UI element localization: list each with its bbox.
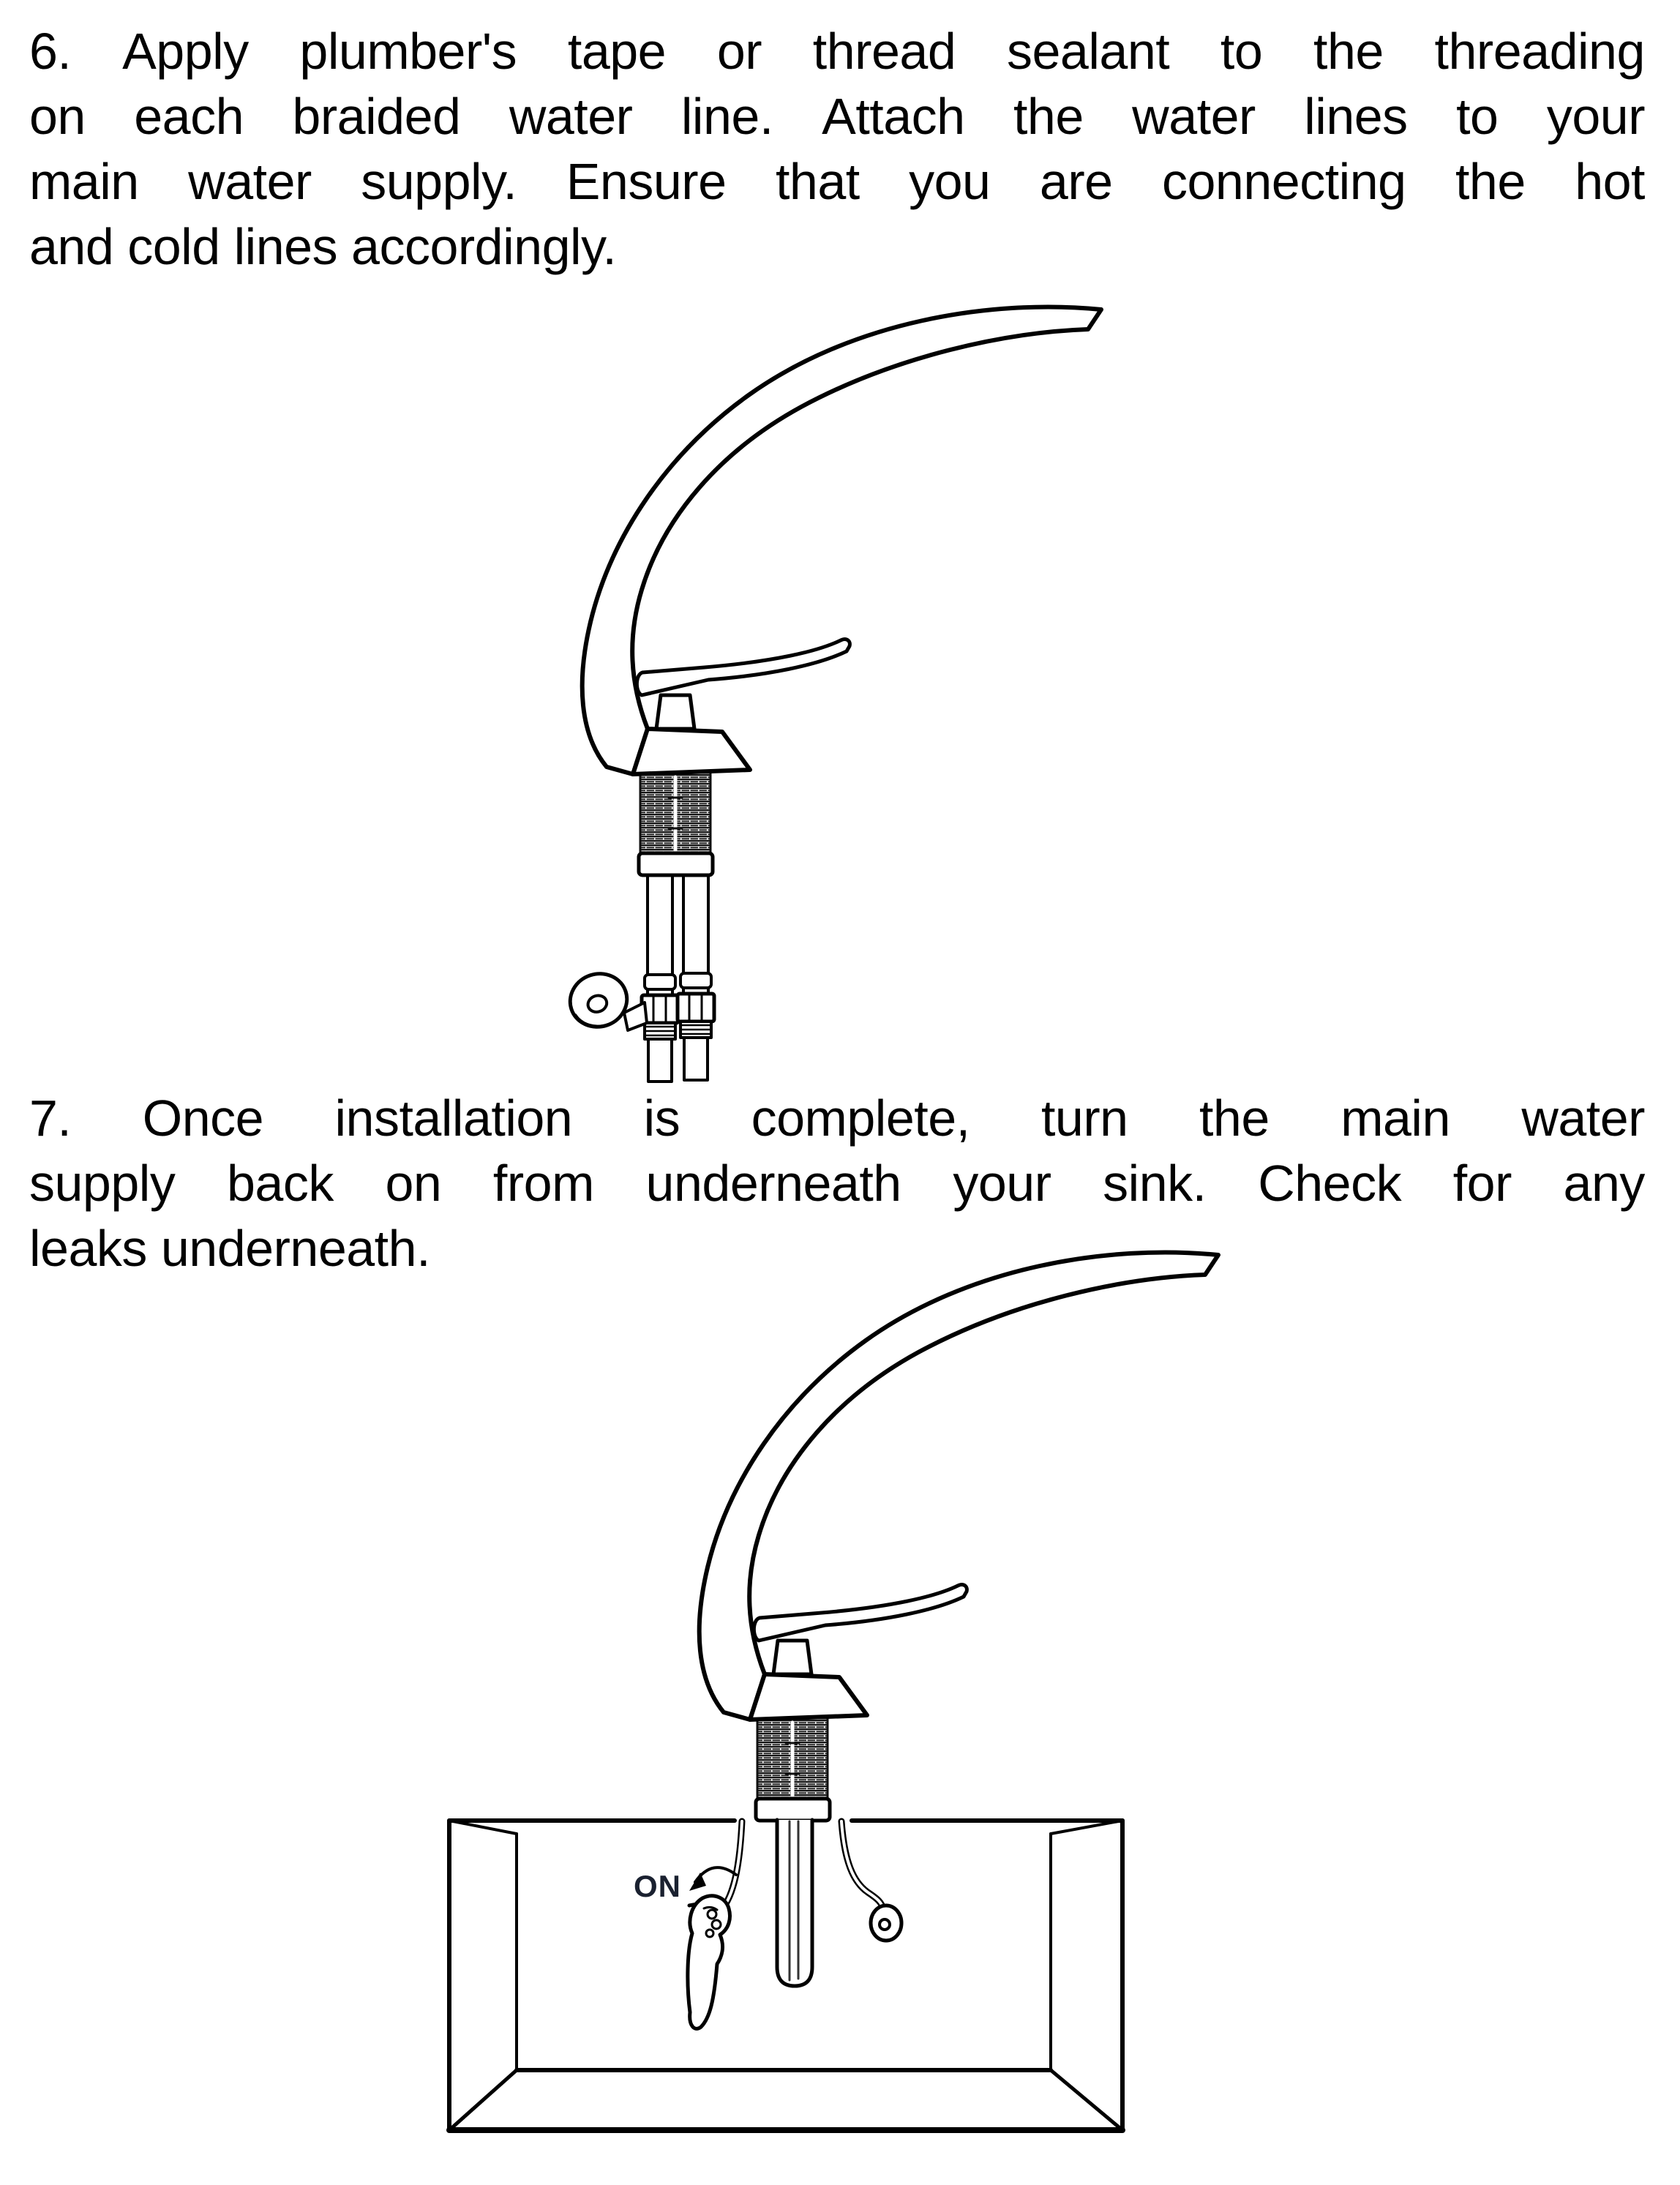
tape-strip [623, 1001, 648, 1032]
rotation-arrow [689, 1866, 738, 1891]
hand-turning-valve [686, 1894, 732, 2031]
drain-tailpiece [775, 1818, 814, 1988]
step-6-line-4: and cold lines accordingly. [29, 218, 617, 275]
illustration-step7: ON [446, 1252, 1218, 2133]
on-label: ON [634, 1869, 681, 1903]
supply-line-right [838, 1818, 887, 1914]
plumbers-tape-roll [568, 972, 629, 1029]
sink-cabinet [446, 1818, 1125, 2133]
faucet-step6 [582, 307, 1101, 875]
faucet-step7 [700, 1252, 1218, 1821]
shutoff-valve-outlet [869, 1903, 904, 1943]
braided-water-lines [642, 869, 714, 1082]
illustration-step6 [568, 307, 1101, 1082]
step-7-line-3: leaks underneath. [29, 1220, 431, 1277]
